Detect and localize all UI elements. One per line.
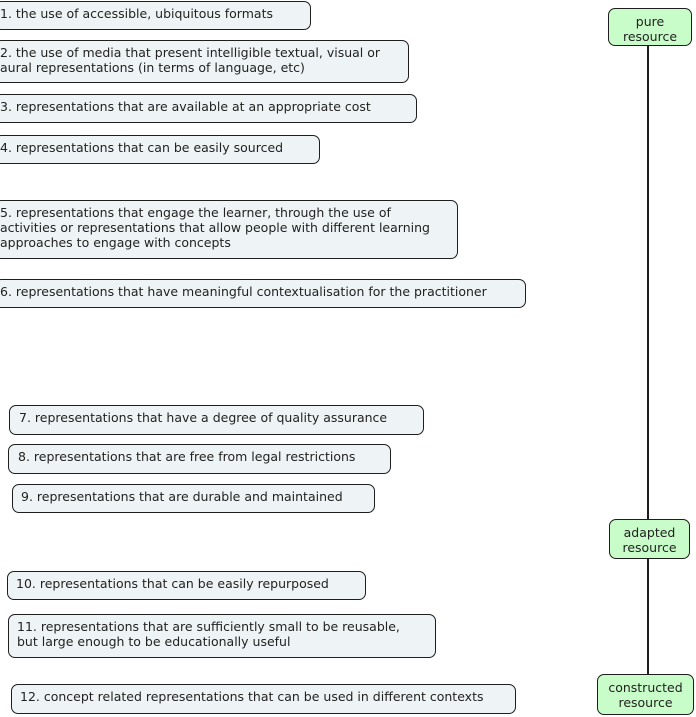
criterion-3[interactable]: 3. representations that are available at… xyxy=(0,94,417,123)
criterion-5[interactable]: 5. representations that engage the learn… xyxy=(0,200,458,259)
connector-pure-to-adapted xyxy=(647,46,649,519)
criterion-10[interactable]: 10. representations that can be easily r… xyxy=(7,571,366,600)
criterion-2[interactable]: 2. the use of media that present intelli… xyxy=(0,40,409,83)
node-constructed-resource[interactable]: constructed resource xyxy=(597,674,694,715)
criterion-9[interactable]: 9. representations that are durable and … xyxy=(12,484,375,513)
node-pure-resource[interactable]: pure resource xyxy=(608,8,692,46)
node-adapted-resource[interactable]: adapted resource xyxy=(609,519,690,559)
criterion-6[interactable]: 6. representations that have meaningful … xyxy=(0,279,526,308)
criterion-1[interactable]: 1. the use of accessible, ubiquitous for… xyxy=(0,1,311,30)
criterion-12[interactable]: 12. concept related representations that… xyxy=(11,684,516,714)
criterion-7[interactable]: 7. representations that have a degree of… xyxy=(9,405,424,435)
criterion-11[interactable]: 11. representations that are sufficientl… xyxy=(8,614,436,658)
criterion-4[interactable]: 4. representations that can be easily so… xyxy=(0,135,320,164)
criterion-8[interactable]: 8. representations that are free from le… xyxy=(8,444,391,474)
connector-adapted-to-constructed xyxy=(647,559,649,674)
